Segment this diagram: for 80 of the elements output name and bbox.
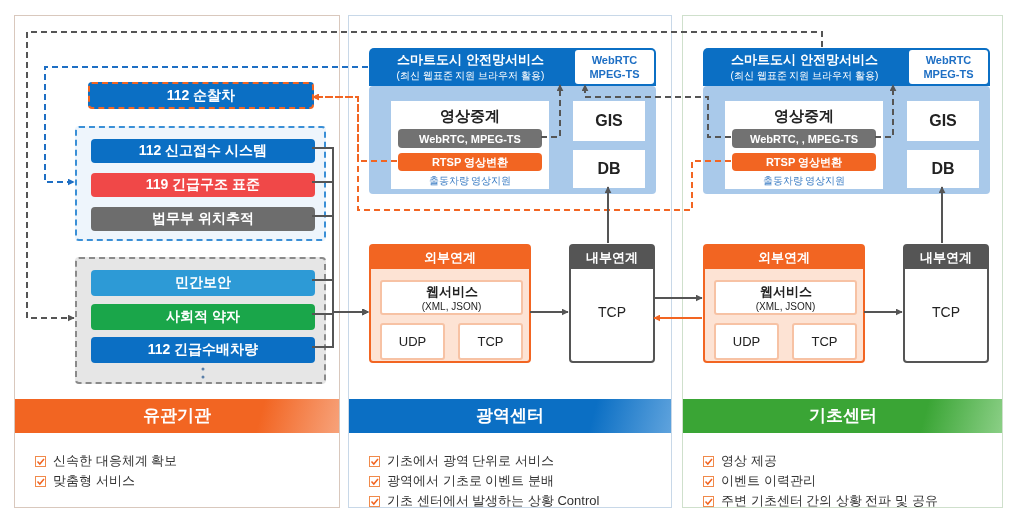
card-caption: 출동차량 영상지원: [427, 174, 513, 188]
bullet-text: 이벤트 이력관리: [721, 473, 816, 489]
banner-subtitle: (최신 웹표준 지원 브라우저 활용): [729, 69, 880, 83]
protocol-box: TCP: [792, 323, 857, 360]
subtitle: (XML, JSON): [755, 301, 816, 312]
panel-header: 외부연계: [705, 246, 863, 269]
label-bar: WebRTC, MPEG-TS: [398, 129, 542, 148]
bullet-text: 신속한 대응체계 확보: [53, 453, 178, 469]
card-title: 영상중계: [439, 107, 501, 126]
label-bar: RTSP 영상변환: [398, 153, 542, 171]
label-bar: 법무부 위치추적: [91, 207, 315, 231]
internal-link-panel: [903, 244, 989, 363]
protocol-box: TCP: [458, 323, 523, 360]
label-bar: 112 긴급수배차량: [91, 337, 315, 363]
label-bar: 112 순찰차: [88, 82, 314, 109]
protocol-box: WebRTC MPEG-TS: [909, 50, 988, 84]
dashed-arrow: [540, 84, 564, 138]
external-link-panel: [369, 244, 531, 363]
box-title: 웹서비스: [425, 283, 478, 301]
label-bar: RTSP 영상변환: [732, 153, 876, 171]
arrow: [604, 186, 612, 244]
column-header: 광역센터: [349, 399, 671, 433]
box-title: 웹서비스: [759, 283, 812, 301]
protocol-box: [714, 280, 857, 315]
dashed-arrow: [26, 31, 823, 322]
bullet-text: 맞춤형 서비스: [53, 473, 135, 489]
bullet-text: 기초에서 광역 단위로 서비스: [387, 453, 554, 469]
card-caption: 출동차량 영상지원: [761, 174, 847, 188]
arrow: [653, 314, 703, 322]
label-bar: 112 신고접수 시스템: [91, 139, 315, 163]
dashed-arrow: [312, 93, 398, 162]
external-link-panel: [703, 244, 865, 363]
module-box: DB: [907, 150, 979, 188]
panel-text: TCP: [597, 304, 627, 320]
arrow: [311, 308, 369, 348]
arrow: [863, 308, 903, 316]
service-banner: [703, 48, 990, 86]
card-title: 영상중계: [773, 107, 835, 126]
subtitle: (XML, JSON): [421, 301, 482, 312]
column-header: 유관기관: [15, 399, 339, 433]
service-banner: [369, 48, 656, 86]
dashed-arrow: [874, 84, 897, 138]
protocol-box: UDP: [380, 323, 445, 360]
group-frame: [75, 257, 326, 384]
bullet-text: 기초 센터에서 발생하는 상황 Control: [387, 493, 600, 509]
arrow: [938, 186, 946, 244]
module-panel: [369, 86, 656, 194]
panel-header: 외부연계: [371, 246, 529, 269]
banner-title: 스마트도시 안전망서비스: [396, 51, 545, 69]
label-bar: 사회적 약자: [91, 304, 315, 330]
dashed-arrow: [581, 84, 732, 138]
protocol-box: [380, 280, 523, 315]
relay-card: [391, 101, 549, 189]
column-panel: [348, 15, 672, 508]
arrow: [653, 294, 703, 302]
panel-header: 내부연계: [571, 246, 653, 269]
banner-title: 스마트도시 안전망서비스: [730, 51, 879, 69]
column-panel: [14, 15, 340, 508]
panel-text: TCP: [931, 304, 961, 320]
arrow: [529, 308, 569, 316]
module-box: GIS: [573, 101, 645, 141]
group-frame: [75, 126, 326, 241]
panel-header: 내부연계: [905, 246, 987, 269]
label-bar: 119 긴급구조 표준: [91, 173, 315, 197]
banner-subtitle: (최신 웹표준 지원 브라우저 활용): [395, 69, 546, 83]
bullet-text: 주변 기초센터 간의 상황 전파 및 공유: [721, 493, 938, 509]
dashed-arrow: [44, 66, 369, 186]
internal-link-panel: [569, 244, 655, 363]
relay-card: [725, 101, 883, 189]
bullet-text: 광역에서 기초로 이벤트 분배: [387, 473, 554, 489]
protocol-box: UDP: [714, 323, 779, 360]
module-box: GIS: [907, 101, 979, 141]
label-bar: 민간보안: [91, 270, 315, 296]
module-box: DB: [573, 150, 645, 188]
module-panel: [703, 86, 990, 194]
column-panel: [682, 15, 1003, 508]
column-header: 기초센터: [683, 399, 1002, 433]
label-bar: WebRTC, , MPEG-TS: [732, 129, 876, 148]
protocol-box: WebRTC MPEG-TS: [575, 50, 654, 84]
bullet-text: 영상 제공: [721, 453, 777, 469]
